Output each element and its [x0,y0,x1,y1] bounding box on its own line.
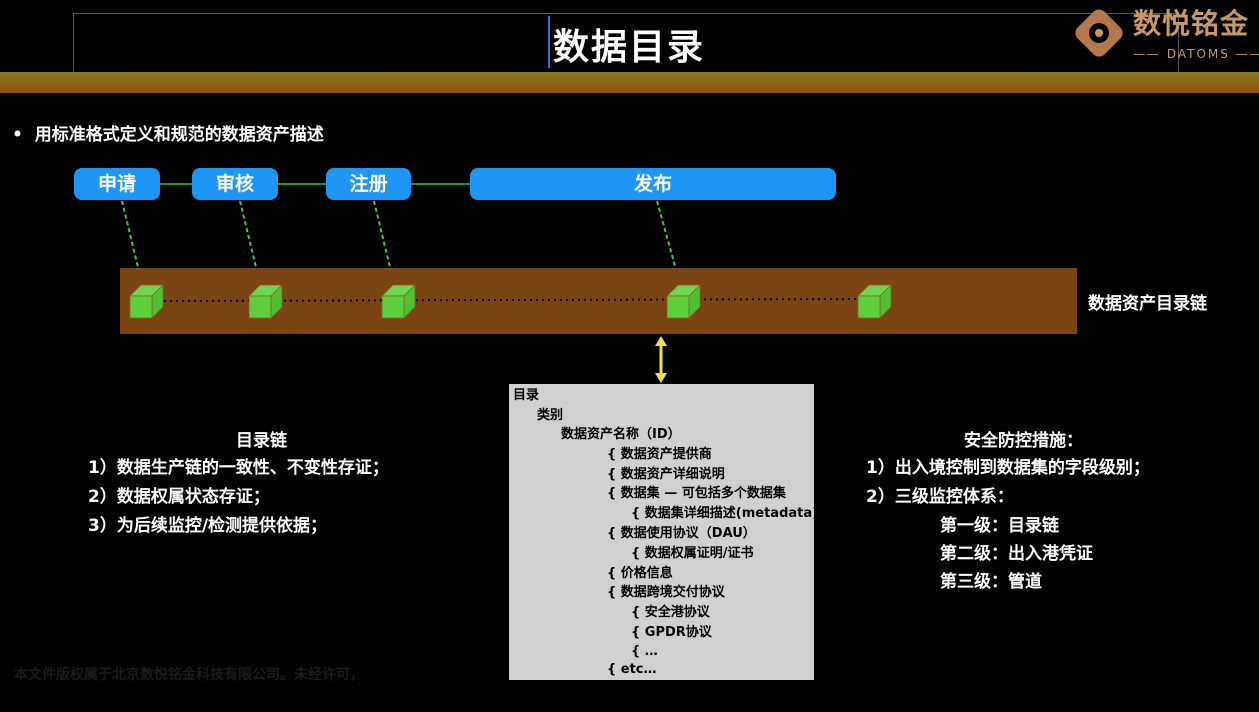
left-item: 2）数据权属状态存证； [88,487,270,507]
bullet-text: • 用标准格式定义和规范的数据资产描述 [12,125,324,145]
catalog-line: { … [631,644,658,659]
block-cube-icon [248,284,283,319]
logo-sub: —— DATOMS —— [1133,47,1259,61]
catalog-line: { 数据集 — 可包括多个数据集 [607,486,786,501]
left-item: 1）数据生产链的一致性、不变性存证； [88,458,389,478]
block-cube-icon [129,284,164,319]
step-review: 审核 [192,168,278,200]
right-item: 1）出入境控制到数据集的字段级别； [866,458,1150,478]
chain-label: 数据资产目录链 [1088,294,1207,314]
catalog-line: 数据资产名称（ID） [561,427,681,442]
page-title: 数据目录 [552,27,706,68]
catalog-line: { 数据集详细描述(metadata) [631,506,819,521]
header-bar [0,72,1259,93]
catalog-line: 类别 [537,408,564,423]
catalog-line: 目录 [513,388,540,403]
catalog-panel: 目录 类别 数据资产名称（ID） { 数据资产提供商 { 数据资产详细说明 { … [509,384,818,680]
catalog-line: { 数据权属证明/证书 [631,546,754,561]
right-item: 2）三级监控体系： [866,487,1014,507]
right-heading: 安全防控措施： [964,431,1083,451]
level-item: 第二级：出入港凭证 [940,544,1093,564]
bullet-label: 用标准格式定义和规范的数据资产描述 [34,125,324,145]
catalog-line: { 安全港协议 [631,605,710,620]
arrow-down-icon [655,373,667,383]
step-register: 注册 [326,168,411,200]
block-cube-icon [381,284,416,319]
title-box [73,13,1179,72]
block-cube-icon [857,284,892,319]
catalog-line: { 数据资产详细说明 [607,467,725,482]
copyright-footer: 本文件版权属于北京数悦铭金科技有限公司。未经许可， [14,667,364,683]
text-cursor [548,16,550,68]
step-publish: 发布 [470,168,836,200]
level-item: 第三级：管道 [940,572,1042,592]
left-heading: 目录链 [236,431,287,451]
catalog-line: { 数据跨境交付协议 [607,585,725,600]
level-item: 第一级：目录链 [940,516,1059,536]
catalog-line: { etc… [607,662,657,677]
logo-name: 数悦铭金 [1133,7,1250,40]
block-cube-icon [666,284,701,319]
arrow-up-icon [655,336,667,346]
step-apply: 申请 [74,168,160,200]
logo-icon [1075,9,1123,57]
catalog-line: { 数据资产提供商 [607,447,712,462]
catalog-line: { 价格信息 [607,566,673,581]
left-item: 3）为后续监控/检测提供依据； [88,516,328,536]
catalog-line: { 数据使用协议（DAU） [607,526,756,541]
catalog-line: { GPDR协议 [631,625,712,640]
